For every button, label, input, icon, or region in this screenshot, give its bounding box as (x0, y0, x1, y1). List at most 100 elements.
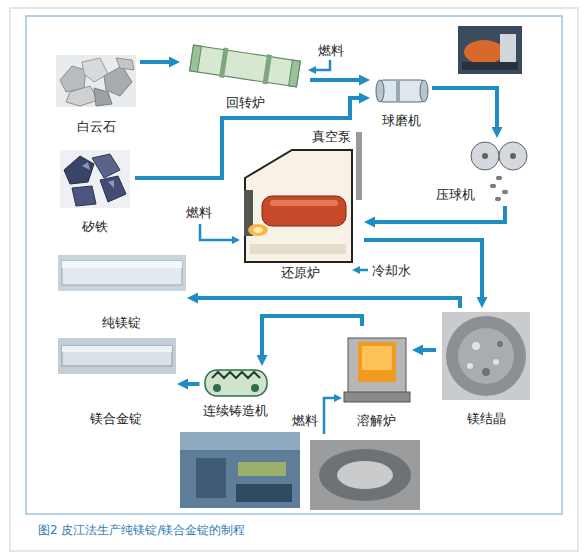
ball-mill-part (420, 80, 428, 102)
caster-photo-part (238, 462, 286, 476)
rotary-kiln-part (219, 48, 228, 78)
melting-photo-part (310, 440, 420, 510)
flow-arrow (432, 88, 497, 127)
briquetting-rollers-part (496, 176, 502, 180)
continuous-caster-part (212, 372, 260, 378)
node-label: 连续铸造机 (203, 402, 268, 419)
process-node: 白云石 (52, 52, 140, 138)
reduction-furnace-part (253, 227, 263, 233)
process-note: 燃料 (318, 42, 344, 59)
ferrosilicon-photo-part (60, 150, 130, 208)
dolomite-photo-part (116, 58, 134, 70)
frame-part (26, 16, 562, 514)
briquetting-rollers-part (499, 142, 527, 170)
process-note: 燃料 (292, 412, 318, 429)
ferrosilicon-photo-part (92, 154, 120, 178)
node-label: 球磨机 (382, 112, 421, 129)
node-label: 溶解炉 (357, 412, 396, 429)
dolomite-photo-part (66, 86, 98, 106)
reduction-furnace-part (250, 244, 346, 254)
node-label: 还原炉 (281, 264, 320, 281)
node-label: 镁结晶 (467, 410, 506, 427)
flow-arrow (198, 298, 460, 308)
reduction-furnace (244, 132, 362, 262)
node-label: 白云石 (77, 118, 116, 135)
ball-mill-photo-part (458, 26, 522, 74)
rotary-kiln-part (289, 60, 301, 87)
continuous-caster-part (213, 384, 221, 392)
leader-lines-part (200, 224, 232, 240)
caster-photo-part (236, 484, 292, 502)
process-note: 燃料 (186, 204, 212, 221)
node-label: 回转炉 (226, 94, 265, 111)
melting-furnace-part (348, 338, 406, 396)
leader-lines-part (324, 398, 334, 434)
flow-arrow (310, 78, 359, 82)
magnesium-crystal-photo-part (472, 342, 480, 350)
process-note: 冷却水 (372, 262, 411, 279)
rotary-kiln-part (263, 54, 272, 84)
briquetting-rollers-part (510, 153, 516, 159)
flow-arrow (423, 348, 436, 352)
briquetting-rollers-part (502, 190, 508, 194)
reduction-furnace-part (262, 196, 346, 226)
melting-photo-part (337, 461, 393, 489)
ferrosilicon-photo (60, 150, 130, 208)
rotary-kiln-part (190, 45, 301, 87)
magnesium-crystal-photo-part (442, 312, 530, 400)
frame-part (10, 8, 578, 551)
leader-lines-part (316, 60, 330, 70)
node-label: 镁合金锭 (90, 410, 142, 427)
ball-mill-part (376, 80, 384, 102)
ferrosilicon-photo-part (72, 186, 96, 206)
pure-ingot-photo-part (58, 255, 186, 291)
process-node: 镁结晶 (436, 308, 536, 430)
melting-furnace-part (358, 342, 396, 382)
magnesium-crystal-photo-part (497, 341, 503, 347)
reduction-furnace-part (248, 224, 268, 236)
pure-ingot-photo-part (62, 261, 182, 285)
ball-mill-photo-part (500, 34, 516, 64)
ball-mill-photo-part (462, 62, 518, 70)
pure-ingot-photo-part (62, 261, 182, 268)
process-node: 球磨机 (370, 74, 432, 132)
melting-furnace-part (362, 346, 392, 370)
ferrosilicon-photo-part (64, 156, 94, 184)
flow-arrow (364, 240, 482, 297)
flow-arrow (262, 316, 362, 355)
melting-furnace-part (344, 392, 410, 402)
briquetting-rollers (471, 142, 527, 201)
process-node: 回转炉 (180, 36, 310, 112)
continuous-caster (205, 370, 267, 396)
dolomite-photo-part (104, 66, 132, 96)
process-node: 连续铸造机 (200, 366, 271, 420)
reduction-furnace-part (245, 150, 352, 262)
process-node: 溶解炉 (340, 326, 412, 432)
process-node: 矽铁 (55, 148, 135, 238)
magnesium-crystal-photo (442, 312, 530, 400)
caster-photo-part (196, 458, 226, 498)
continuous-caster-part (251, 384, 259, 392)
leader-lines-part (360, 269, 368, 272)
briquetting-rollers-part (471, 142, 499, 170)
rotary-kiln (189, 43, 300, 89)
ball-mill-part (396, 80, 400, 102)
ball-mill-photo (458, 26, 522, 74)
ferrosilicon-photo-part (82, 162, 90, 170)
dolomite-photo (56, 55, 136, 107)
flow-arrow (375, 206, 505, 222)
alloy-ingot-photo (58, 338, 176, 374)
process-note: 真空泵 (312, 128, 351, 145)
magnesium-crystal-photo-part (467, 363, 473, 369)
alloy-ingot-photo-part (58, 338, 176, 374)
alloy-ingot-photo-part (62, 346, 172, 366)
node-label: 压球机 (436, 186, 475, 203)
briquetting-rollers-part (482, 153, 488, 159)
caster-photo (180, 432, 300, 508)
node-label: 纯镁锭 (102, 314, 141, 331)
melting-photo (310, 440, 420, 510)
ball-mill-part (380, 80, 424, 102)
magnesium-crystal-photo-part (458, 328, 514, 384)
caster-photo-part (180, 432, 300, 508)
